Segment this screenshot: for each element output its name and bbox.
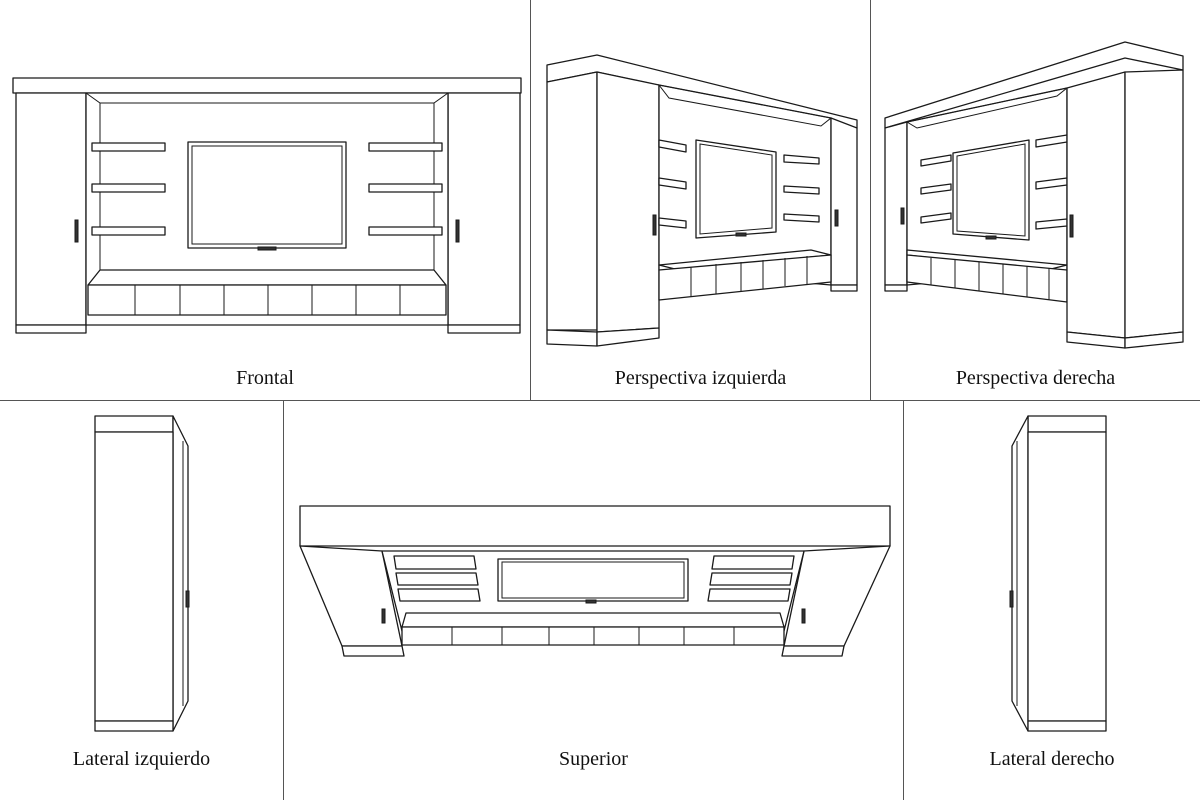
panel-perspectiva-izquierda: Perspectiva izquierda	[531, 0, 870, 400]
vertical-divider-bottom-1	[283, 400, 284, 800]
view-label-perspectiva-derecha: Perspectiva derecha	[955, 367, 1116, 389]
vertical-divider-bottom-2	[903, 400, 904, 800]
panel-frontal: Frontal	[0, 0, 530, 400]
panel-lateral-derecho: Lateral derecho	[904, 401, 1200, 800]
view-label-superior: Superior	[559, 748, 628, 770]
view-label-frontal: Frontal	[236, 367, 294, 389]
view-label-perspectiva-izquierda: Perspectiva izquierda	[614, 367, 787, 389]
vertical-divider-top-1	[530, 0, 531, 400]
lateral-derecho-drawing	[1009, 415, 1107, 732]
frontal-drawing	[12, 77, 522, 334]
perspectiva-izquierda-drawing	[546, 54, 858, 347]
view-label-lateral-derecho: Lateral derecho	[989, 748, 1115, 770]
panel-perspectiva-derecha: Perspectiva derecha	[871, 0, 1200, 400]
view-label-lateral-izquierdo: Lateral izquierdo	[72, 748, 211, 770]
vertical-divider-top-2	[870, 0, 871, 400]
perspectiva-derecha-drawing	[884, 41, 1184, 349]
panel-lateral-izquierdo: Lateral izquierdo	[0, 401, 283, 800]
horizontal-divider	[0, 400, 1200, 401]
superior-drawing	[299, 505, 891, 657]
lateral-izquierdo-drawing	[94, 415, 190, 732]
panel-superior: Superior	[284, 401, 903, 800]
